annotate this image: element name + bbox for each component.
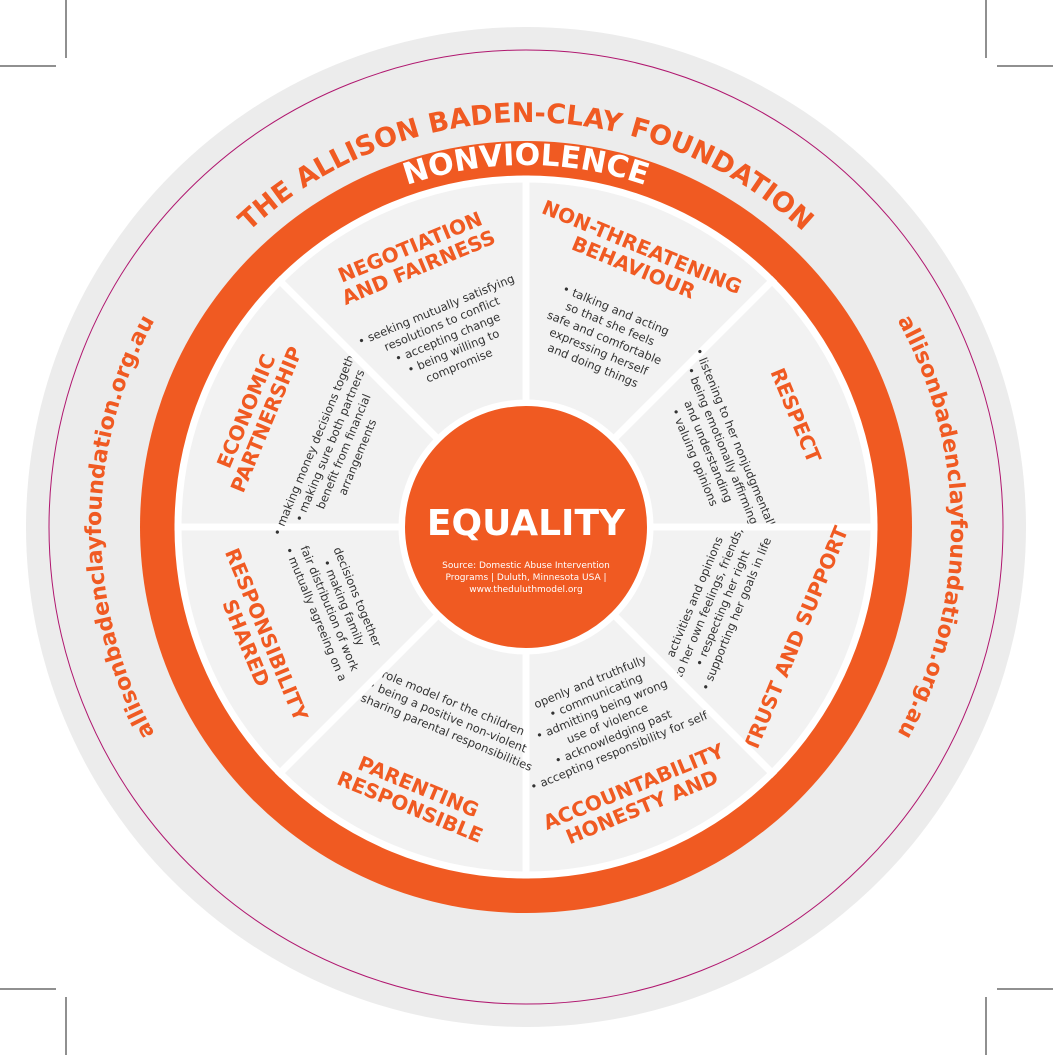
- outer-hairline: [48, 49, 1004, 1005]
- center-source: Source: Domestic Abuse InterventionProgr…: [442, 561, 610, 595]
- center-source-line: www.theduluthmodel.org: [469, 585, 582, 595]
- center-source-line: Programs | Duluth, Minnesota USA |: [445, 573, 606, 583]
- center-circle: [399, 400, 653, 654]
- center-title: EQUALITY: [427, 503, 626, 544]
- center-source-line: Source: Domestic Abuse Intervention: [442, 561, 610, 571]
